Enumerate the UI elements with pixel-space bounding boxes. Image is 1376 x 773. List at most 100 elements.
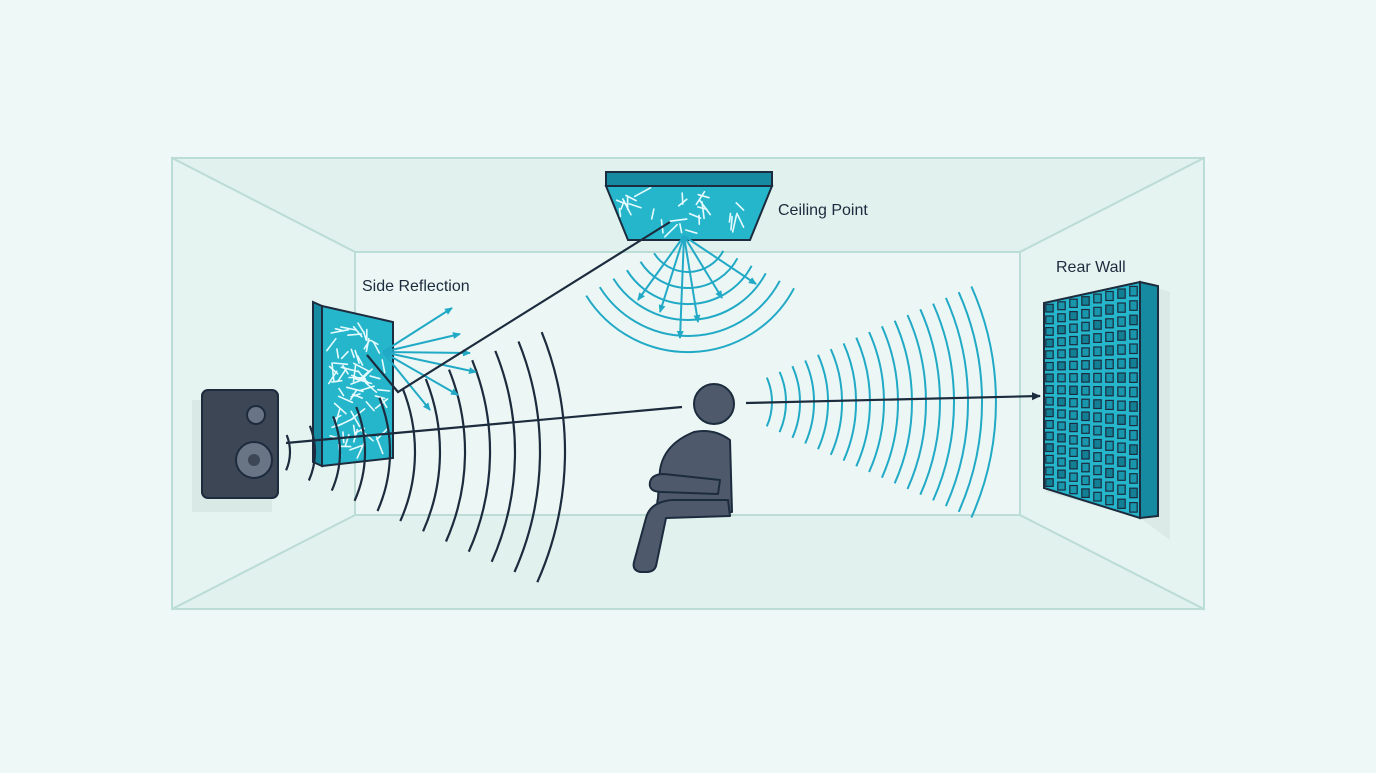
diffuser-block bbox=[1082, 335, 1089, 344]
diffuser-block bbox=[1070, 448, 1077, 456]
diffuser-block bbox=[1106, 373, 1113, 382]
diffuser-block bbox=[1118, 387, 1125, 396]
diffuser-block bbox=[1046, 467, 1053, 475]
diffuser-block bbox=[1058, 410, 1065, 418]
diffuser-block bbox=[1130, 358, 1137, 368]
diffuser-block bbox=[1118, 485, 1125, 494]
diffuser-block bbox=[1046, 339, 1053, 347]
diffuser-block bbox=[1058, 374, 1065, 382]
diffuser-block bbox=[1106, 400, 1113, 409]
diffuser-block bbox=[1106, 414, 1113, 423]
diffuser-block bbox=[1070, 349, 1077, 357]
diffuser-block bbox=[1118, 303, 1125, 312]
diffuser-block bbox=[1130, 445, 1137, 455]
diffuser-block bbox=[1058, 326, 1065, 334]
diffuser-block bbox=[1118, 289, 1125, 298]
diffuser-block bbox=[1118, 401, 1125, 410]
diffuser-block bbox=[1094, 321, 1101, 330]
speaker-icon bbox=[192, 390, 278, 512]
rear-wall-label: Rear Wall bbox=[1056, 259, 1126, 276]
diffuser-block bbox=[1082, 297, 1089, 306]
diffuser-block bbox=[1106, 455, 1113, 464]
diffuser-block bbox=[1070, 324, 1077, 332]
diffuser-block bbox=[1130, 373, 1137, 383]
diffuser-block bbox=[1094, 360, 1101, 369]
diffuser-block bbox=[1058, 302, 1065, 310]
diffuser-block bbox=[1046, 455, 1053, 463]
diffuser-block bbox=[1094, 334, 1101, 343]
diffuser-block bbox=[1058, 470, 1065, 478]
diffuser-block bbox=[1118, 499, 1125, 508]
diffuser-block bbox=[1082, 322, 1089, 331]
diffuser-block bbox=[1106, 469, 1113, 478]
diffuser-block bbox=[1046, 304, 1053, 312]
diffuser-block bbox=[1058, 314, 1065, 322]
diffuser-block bbox=[1118, 345, 1125, 354]
fiber-mark bbox=[620, 209, 621, 217]
diffuser-block bbox=[1082, 489, 1089, 498]
ceiling-point-label: Ceiling Point bbox=[778, 202, 868, 219]
diffuser-block bbox=[1106, 360, 1113, 369]
diffuser-block bbox=[1130, 488, 1137, 498]
diffuser-block bbox=[1106, 387, 1113, 396]
diffuser-block bbox=[1094, 294, 1101, 303]
diffuser-block bbox=[1046, 363, 1053, 371]
diffuser-block bbox=[1130, 330, 1137, 340]
diffuser-block bbox=[1130, 387, 1137, 397]
diffuser-block bbox=[1094, 387, 1101, 396]
diffuser-block bbox=[1070, 374, 1077, 382]
diffuser-block bbox=[1058, 422, 1065, 430]
diffuser-block bbox=[1118, 457, 1125, 466]
diffuser-block bbox=[1094, 440, 1101, 449]
diffuser-block bbox=[1118, 359, 1125, 368]
diffuser-block bbox=[1058, 338, 1065, 346]
diffuser-block bbox=[1046, 397, 1053, 405]
diffuser-block bbox=[1082, 399, 1089, 408]
diffuser-block bbox=[1070, 461, 1077, 469]
diffuser-block bbox=[1046, 421, 1053, 429]
diffuser-block bbox=[1118, 331, 1125, 340]
diffuser-block bbox=[1070, 423, 1077, 431]
fiber-mark bbox=[729, 214, 730, 222]
diffuser-block bbox=[1082, 374, 1089, 383]
ceiling-cloud-icon bbox=[606, 172, 772, 240]
diffuser-block bbox=[1130, 474, 1137, 484]
scatter-arrow bbox=[383, 352, 470, 353]
diffuser-block bbox=[1070, 337, 1077, 345]
diffuser-block bbox=[1070, 473, 1077, 481]
diffuser-block bbox=[1094, 400, 1101, 409]
diffuser-block bbox=[1130, 286, 1137, 296]
diffuser-block bbox=[1094, 492, 1101, 501]
diffuser-block bbox=[1082, 463, 1089, 472]
diffuser-block bbox=[1082, 412, 1089, 421]
diffuser-block bbox=[1130, 315, 1137, 325]
diffuser-block bbox=[1106, 346, 1113, 355]
diffuser-block bbox=[1106, 496, 1113, 505]
diffuser-block bbox=[1130, 301, 1137, 311]
diffuser-block bbox=[1130, 431, 1137, 441]
diffuser-block bbox=[1070, 299, 1077, 307]
diffuser-block bbox=[1046, 351, 1053, 359]
diffuser-block bbox=[1118, 429, 1125, 438]
diffuser-block bbox=[1046, 479, 1053, 487]
diffuser-block bbox=[1118, 373, 1125, 382]
diffuser-block bbox=[1070, 436, 1077, 444]
diffuser-block bbox=[1106, 292, 1113, 301]
diffuser-block bbox=[1082, 310, 1089, 319]
diffuser-block bbox=[1106, 305, 1113, 314]
side-reflection-label: Side Reflection bbox=[362, 278, 470, 295]
diffuser-block bbox=[1070, 386, 1077, 394]
diffuser-block bbox=[1094, 453, 1101, 462]
diffuser-block bbox=[1046, 316, 1053, 324]
diffuser-block bbox=[1106, 319, 1113, 328]
diffuser-block bbox=[1058, 362, 1065, 370]
diffuser-block bbox=[1058, 398, 1065, 406]
diffuser-block bbox=[1046, 432, 1053, 440]
diffuser-block bbox=[1094, 307, 1101, 316]
diffuser-block bbox=[1106, 332, 1113, 341]
diffuser-block bbox=[1070, 486, 1077, 494]
diffuser-block bbox=[1082, 476, 1089, 485]
diffuser-block bbox=[1058, 458, 1065, 466]
